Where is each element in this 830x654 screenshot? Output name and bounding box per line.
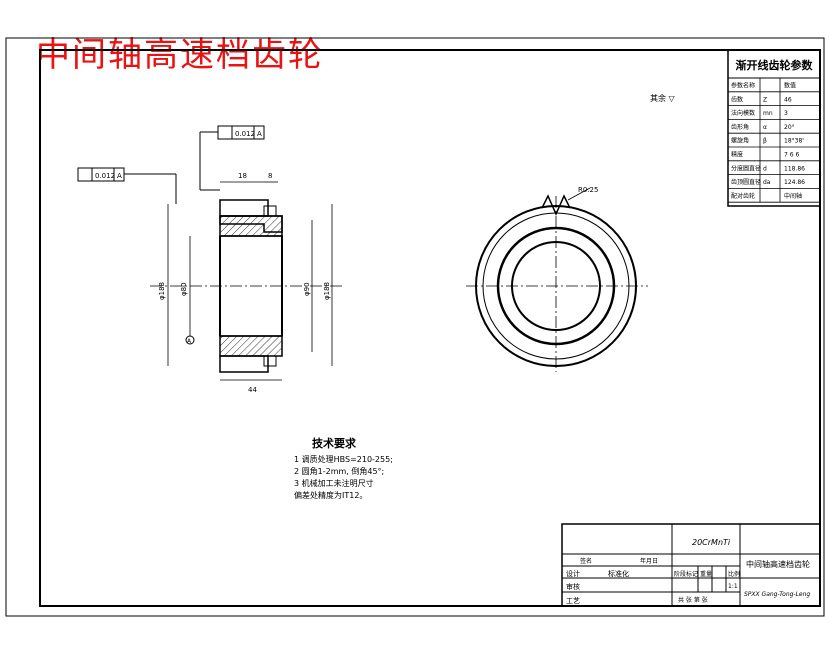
svg-text:0.012: 0.012	[235, 130, 255, 138]
param-cell: 参数名称	[731, 82, 755, 90]
drawing-title-overlay: 中间轴高速档齿轮	[36, 35, 324, 75]
param-cell: 齿顶圆直径	[731, 178, 761, 186]
svg-text:签名: 签名	[580, 557, 592, 565]
param-cell: 齿数	[731, 95, 743, 103]
dim-width-bottom: 44	[248, 386, 257, 394]
param-cell: 18°38'	[784, 138, 804, 145]
param-cell: 数值	[784, 82, 796, 90]
svg-text:标准化: 标准化	[608, 569, 629, 578]
svg-text:2 圆角1-2mm, 倒角45°;: 2 圆角1-2mm, 倒角45°;	[294, 466, 384, 476]
dim-outer: φ188	[158, 282, 166, 300]
param-cell: 中间轴	[784, 192, 802, 200]
param-cell: 20°	[784, 124, 795, 131]
params-table-title: 渐开线齿轮参数	[736, 58, 814, 72]
dim-mid: φ188	[323, 282, 331, 300]
dim-gap-top: 8	[268, 172, 272, 180]
param-cell: 螺旋角	[731, 137, 749, 145]
tb-material: 20CrMnTi	[692, 538, 731, 547]
param-cell: β	[763, 138, 767, 145]
dim-bore: φ80	[180, 282, 188, 296]
svg-text:3 机械加工未注明尺寸: 3 机械加工未注明尺寸	[294, 478, 374, 488]
svg-text:重量: 重量	[700, 570, 712, 578]
svg-text:工艺: 工艺	[566, 597, 580, 605]
param-cell: mn	[763, 110, 773, 117]
title-block: 20CrMnTi 中间轴高速档齿轮 设计 标准化 审核 工艺 阶段标记 重量 比…	[561, 523, 821, 607]
svg-text:审核: 审核	[566, 582, 580, 591]
svg-text:0.012: 0.012	[95, 172, 115, 180]
param-cell: 配对齿轮	[731, 192, 755, 200]
dim-hub: φ90	[303, 282, 311, 296]
svg-text:偏差处精度为IT12。: 偏差处精度为IT12。	[294, 490, 367, 500]
svg-text:A: A	[257, 130, 262, 138]
section-view: 44 18 8 φ188 φ80 φ90 φ188 0.012 A 0.012 …	[77, 125, 345, 394]
param-cell: 精度	[731, 151, 743, 159]
param-cell: 46	[784, 96, 792, 103]
tech-heading: 技术要求	[312, 436, 357, 450]
datum-marker: A	[187, 338, 192, 345]
svg-text:1 调质处理HBS=210-255;: 1 调质处理HBS=210-255;	[294, 454, 393, 464]
inner-border	[39, 49, 821, 607]
param-cell: d	[763, 165, 767, 172]
dim-radius: R0.25	[578, 186, 598, 194]
tb-code: SPXX Gang-Tong-Leng	[744, 591, 810, 598]
svg-text:1:1: 1:1	[728, 583, 738, 590]
outer-border	[5, 37, 825, 617]
param-cell: 齿形角	[731, 123, 749, 131]
tb-part-name: 中间轴高速档齿轮	[746, 559, 810, 569]
dim-width-top: 18	[238, 172, 247, 180]
param-cell: da	[763, 179, 771, 186]
param-cell: 124.86	[784, 179, 805, 186]
svg-text:比例: 比例	[728, 570, 740, 578]
svg-text:阶段标记: 阶段标记	[674, 570, 698, 578]
param-cell: 3	[784, 110, 788, 117]
param-cell: 118.86	[784, 165, 805, 172]
roughness-mark: 其余 ▽	[650, 93, 676, 103]
tech-requirements: 技术要求 1 调质处理HBS=210-255; 2 圆角1-2mm, 倒角45°…	[294, 436, 393, 500]
svg-text:年月日: 年月日	[640, 557, 658, 565]
svg-text:设计: 设计	[566, 569, 580, 578]
param-cell: α	[763, 124, 767, 131]
param-cell: 7 6 6	[784, 152, 799, 159]
svg-text:共 张 第 张: 共 张 第 张	[678, 596, 708, 604]
front-view: R0.25	[466, 186, 648, 372]
param-cell: 分度圆直径	[731, 164, 761, 172]
svg-text:A: A	[117, 172, 122, 180]
param-cell: 法向模数	[731, 109, 755, 117]
param-cell: Z	[763, 96, 767, 103]
